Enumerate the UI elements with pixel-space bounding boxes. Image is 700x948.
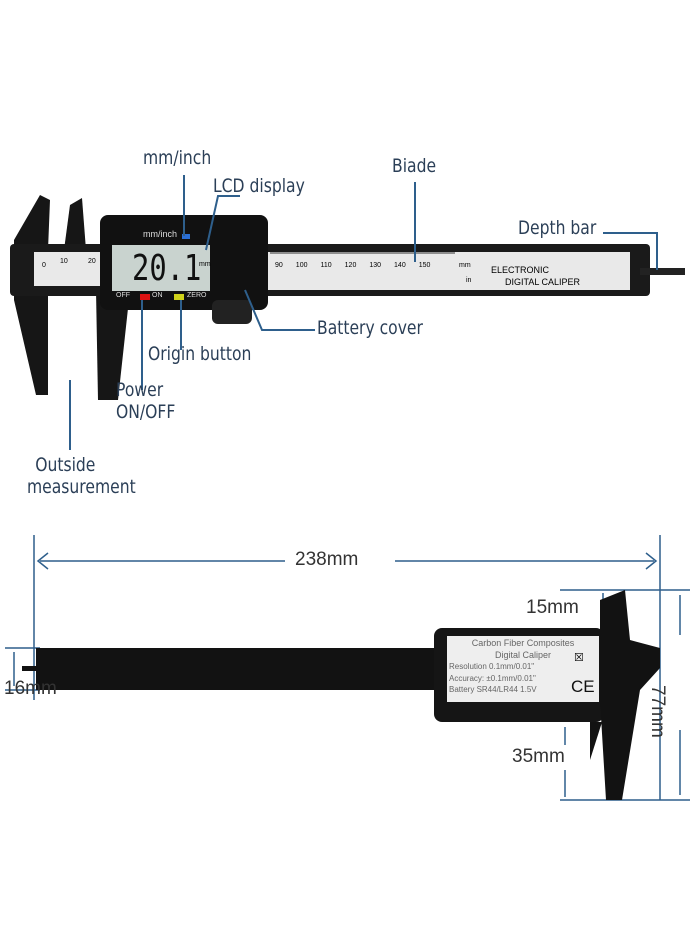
off-label: OFF bbox=[116, 292, 130, 299]
scale-tick-label: 90 bbox=[275, 262, 283, 269]
spec-title: Carbon Fiber Composites bbox=[471, 638, 575, 648]
dim-height: 77mm bbox=[647, 685, 668, 738]
callout-outside-line2: measurement bbox=[27, 475, 136, 498]
scale-tick-label: 130 bbox=[369, 262, 382, 269]
scale-in-unit: in bbox=[466, 277, 472, 284]
scale-tick-label: 150 bbox=[418, 262, 431, 269]
scale-mm-unit: mm bbox=[459, 262, 471, 269]
spec-subtitle: Digital Caliper bbox=[494, 649, 552, 660]
brand-line2: DIGITAL CALIPER bbox=[505, 277, 581, 287]
dim-beam-width: 16mm bbox=[4, 678, 57, 699]
dim-jaw-bottom: 35mm bbox=[512, 746, 565, 767]
dim-length: 238mm bbox=[295, 549, 359, 570]
spec-label: Carbon Fiber Composites Digital Caliper … bbox=[449, 638, 597, 696]
spec-accuracy: Accuracy: ±0.1mm/0.01" bbox=[449, 673, 536, 683]
power-button[interactable]: ON bbox=[152, 292, 163, 299]
scale-tick-label: 110 bbox=[320, 262, 332, 269]
callout-origin-button: Origin button bbox=[148, 343, 252, 365]
weee-bin-icon: ☒ bbox=[574, 652, 584, 664]
zero-button[interactable]: ZERO bbox=[187, 292, 207, 299]
scale-tick-label: 140 bbox=[394, 262, 406, 269]
dim-jaw-top: 15mm bbox=[526, 597, 579, 618]
callout-outside-line1: Outside bbox=[35, 454, 96, 476]
lcd-unit: mm bbox=[199, 261, 211, 268]
lcd-header: mm/inch bbox=[143, 229, 178, 239]
callout-lcd-display: LCD display bbox=[213, 175, 305, 197]
callout-depth-bar: Depth bar bbox=[518, 217, 597, 239]
callout-mm-inch: mm/inch bbox=[143, 147, 212, 169]
lcd-reading: 20.1 bbox=[132, 248, 202, 289]
callout-outside-measurement: Outside measurement bbox=[27, 454, 136, 499]
callout-power: Power ON/OFF bbox=[116, 379, 176, 424]
scale-left-20: 20 bbox=[88, 258, 96, 265]
callout-power-line1: Power bbox=[116, 379, 164, 401]
spec-resolution: Resolution 0.1mm/0.01" bbox=[449, 662, 535, 671]
scale-tick-label: 120 bbox=[344, 262, 357, 269]
scale-right: 90 100 110 120 130 140 150 bbox=[275, 262, 430, 269]
brand-line1: ELECTRONIC bbox=[491, 265, 550, 275]
callout-power-line2: ON/OFF bbox=[116, 400, 176, 423]
callout-battery-cover: Battery cover bbox=[317, 317, 423, 339]
scale-tick-label: 100 bbox=[295, 262, 308, 269]
ce-mark: CE bbox=[571, 677, 595, 696]
spec-battery: Battery SR44/LR44 1.5V bbox=[449, 685, 537, 694]
callout-blade: Biade bbox=[392, 155, 437, 177]
scale-left-0: 0 bbox=[42, 262, 46, 269]
lcd-screen bbox=[112, 245, 210, 291]
scale-left-10: 10 bbox=[60, 258, 68, 265]
